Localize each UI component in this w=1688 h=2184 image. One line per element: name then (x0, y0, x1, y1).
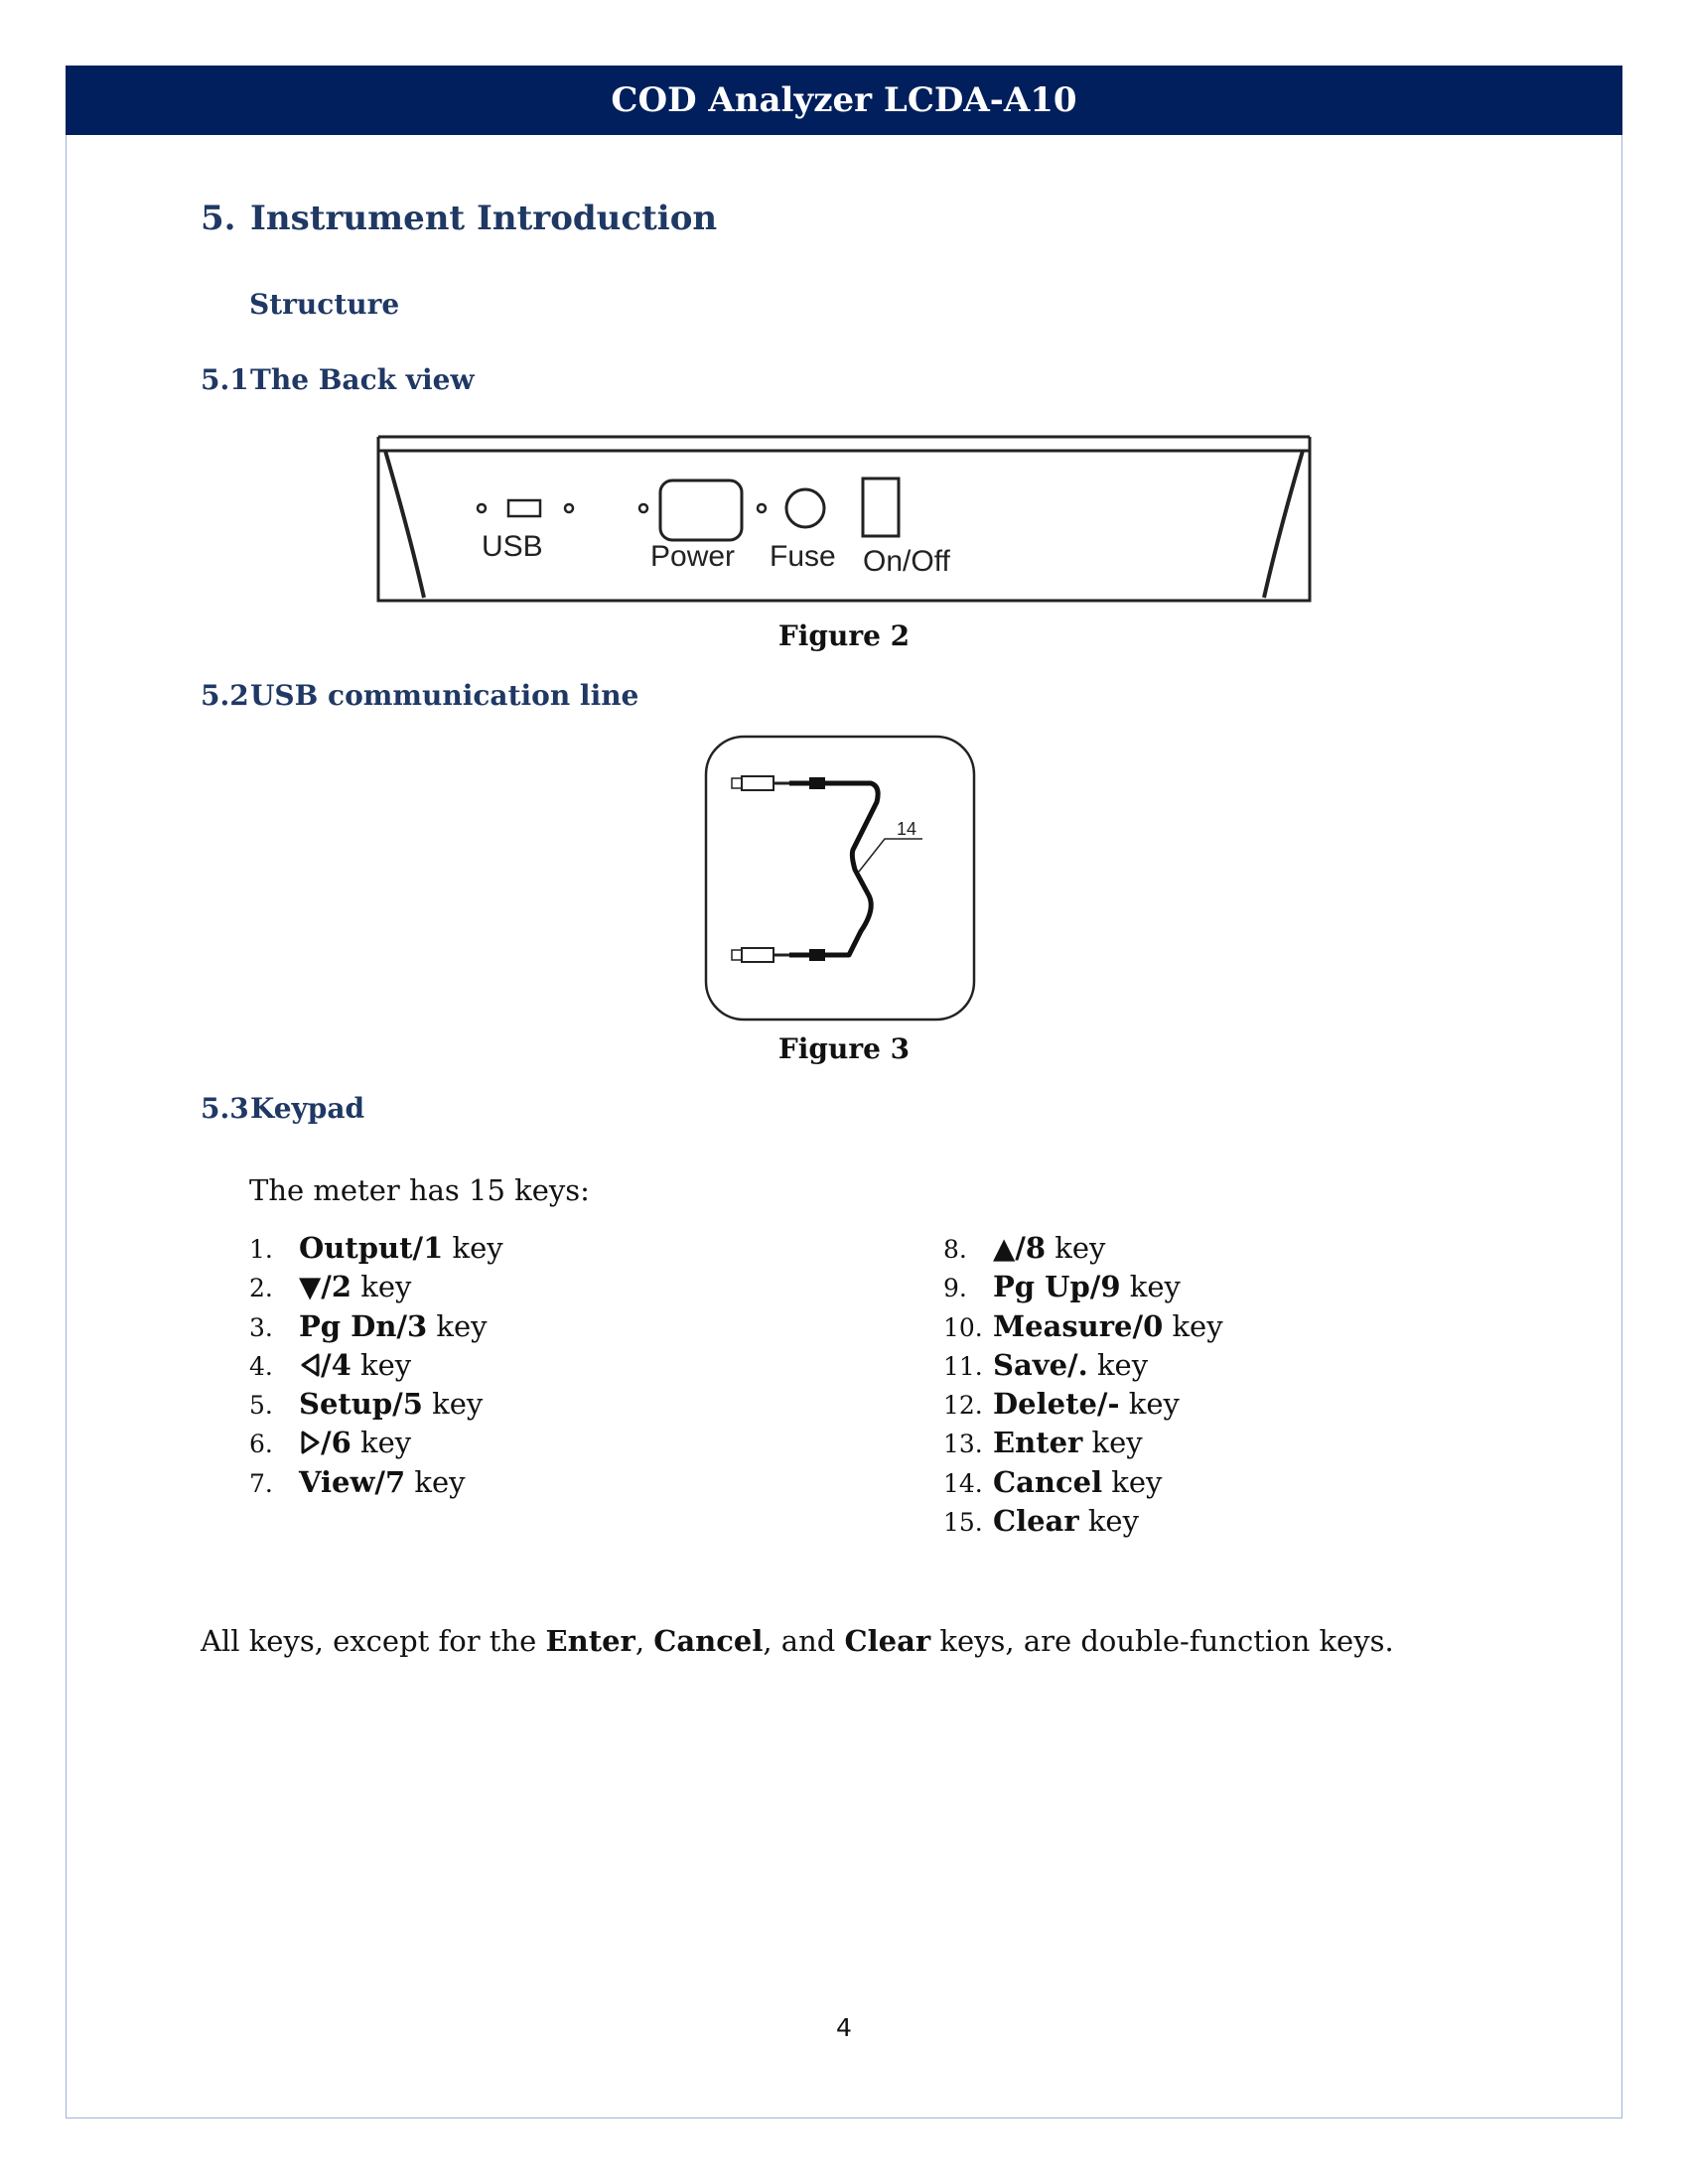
section-title: Instrument Introduction (250, 199, 718, 238)
list-item: 15.Clear key (943, 1504, 1139, 1539)
back-view-number: 5.1 (201, 363, 249, 396)
fuse-label: Fuse (770, 540, 836, 573)
keypad-number: 5.3 (201, 1092, 249, 1125)
section-heading: 5. Instrument Introduction (201, 199, 717, 238)
usb-port-icon (476, 498, 575, 518)
back-view-title: The Back view (250, 363, 475, 396)
right-triangle-icon (301, 1431, 320, 1454)
structure-subheading: Structure (249, 288, 400, 321)
list-item: 13.Enter key (943, 1426, 1143, 1460)
back-view-heading: 5.1The Back view (201, 363, 475, 396)
back-view-figure: USB Power Fuse On/Off (376, 435, 1312, 603)
keypad-heading: 5.3Keypad (201, 1092, 364, 1125)
list-item: 1.Output/1 key (249, 1231, 503, 1265)
usb-label: USB (482, 530, 543, 563)
usb-line-heading: 5.2USB communication line (201, 679, 638, 712)
list-item: 14.Cancel key (943, 1464, 1163, 1499)
cable-callout-label: 14 (897, 819, 916, 839)
usb-cable-figure: 14 (704, 735, 976, 1022)
list-item: 6./6 key (249, 1426, 412, 1460)
list-item: 8.▲/8 key (943, 1231, 1106, 1265)
list-item: 4./4 key (249, 1347, 412, 1382)
usb-line-number: 5.2 (201, 679, 249, 712)
list-item: 3.Pg Dn/3 key (249, 1308, 488, 1343)
key-list-left: 1.Output/1 key 2.▼/2 key 3.Pg Dn/3 key 4… (249, 1229, 503, 1502)
list-item: 9.Pg Up/9 key (943, 1270, 1181, 1304)
usb-plug-icon (731, 947, 825, 963)
keypad-title: Keypad (250, 1092, 365, 1125)
on-off-label: On/Off (863, 545, 950, 578)
list-item: 2.▼/2 key (249, 1270, 412, 1304)
list-item: 10.Measure/0 key (943, 1308, 1223, 1343)
usb-line-title: USB communication line (250, 679, 639, 712)
list-item: 11.Save/. key (943, 1347, 1149, 1382)
list-item: 12.Delete/- key (943, 1387, 1180, 1422)
fuse-holder-icon (784, 487, 826, 529)
list-item: 5.Setup/5 key (249, 1387, 484, 1422)
power-label: Power (650, 540, 735, 573)
keypad-summary: All keys, except for the Enter, Cancel, … (201, 1624, 1394, 1658)
left-triangle-icon (301, 1353, 320, 1377)
list-item: 7.View/7 key (249, 1464, 466, 1499)
figure-3-caption: Figure 3 (777, 1032, 911, 1065)
key-list-right: 8.▲/8 key 9.Pg Up/9 key 10.Measure/0 key… (943, 1229, 1223, 1541)
page-number: 4 (836, 2013, 852, 2042)
power-socket-icon (637, 478, 768, 542)
document-header-banner: COD Analyzer LCDA-A10 (66, 66, 1622, 135)
section-number: 5. (201, 199, 236, 238)
figure-2-caption: Figure 2 (777, 619, 911, 652)
on-off-switch-icon (861, 477, 901, 538)
keypad-intro: The meter has 15 keys: (249, 1173, 590, 1207)
